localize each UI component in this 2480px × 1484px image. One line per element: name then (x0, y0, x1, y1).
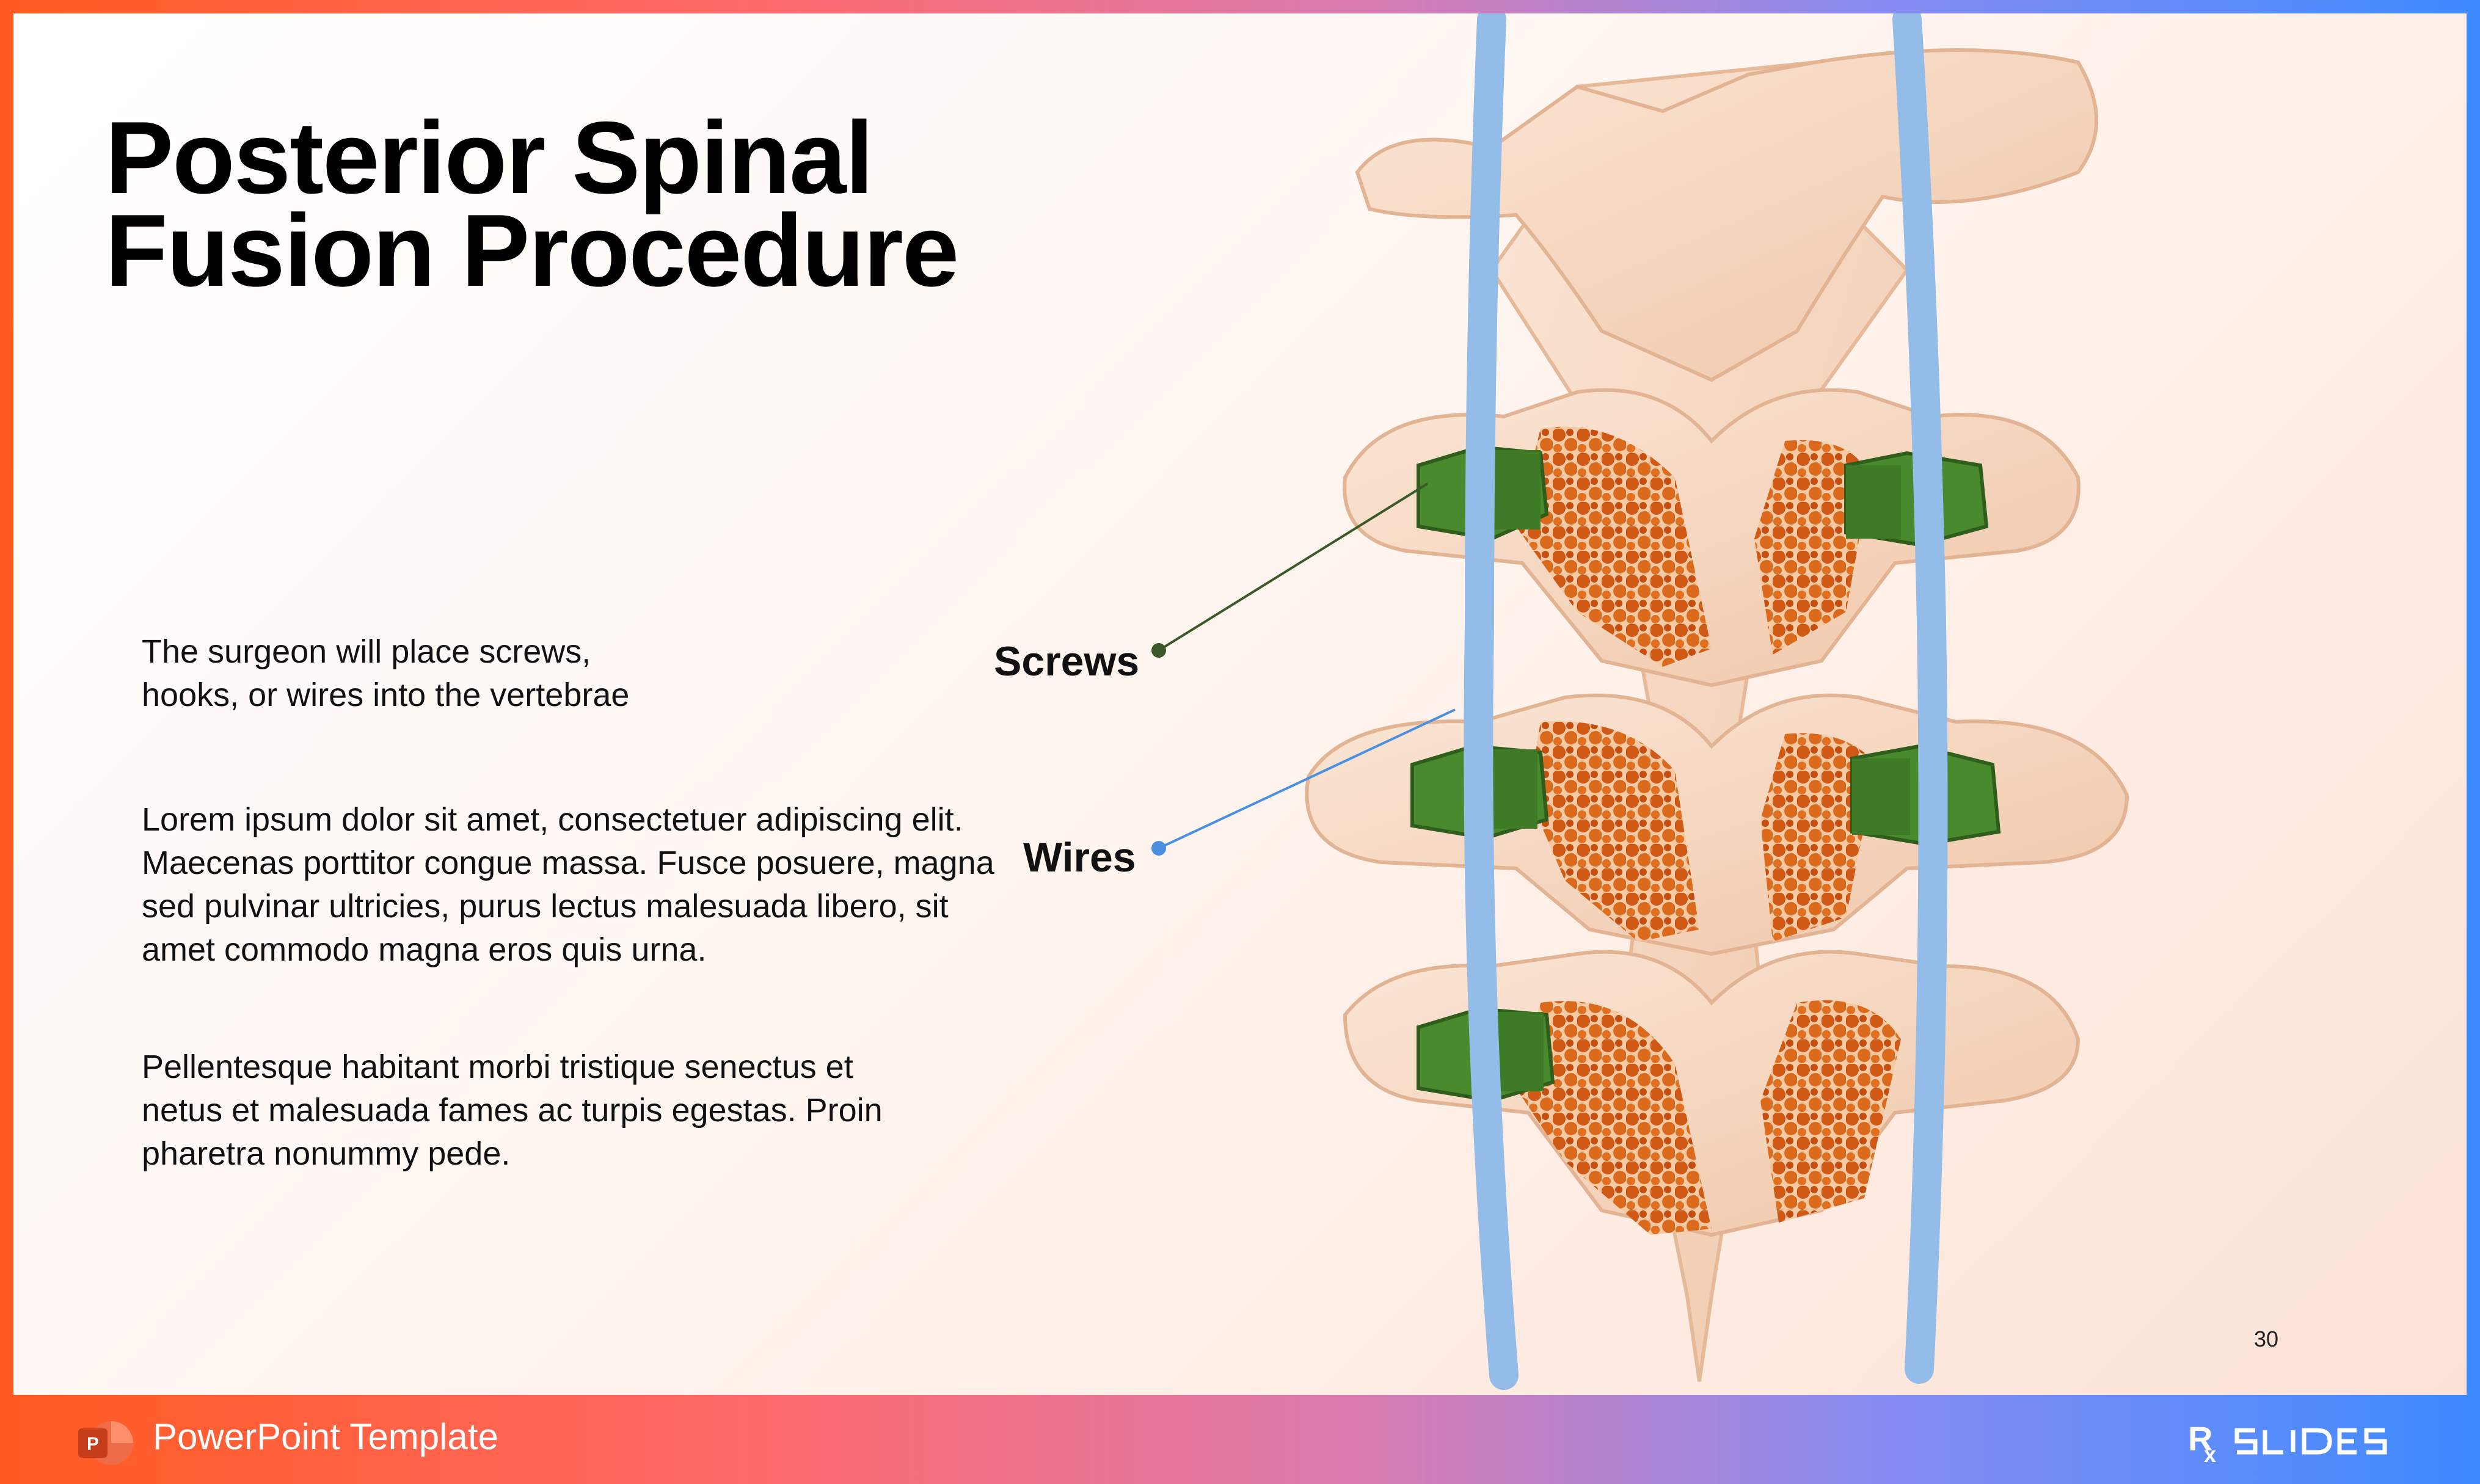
title-line-2: Fusion Procedure (105, 193, 959, 308)
screws-callout (1151, 482, 1429, 658)
rx-slides-logo: R x (2188, 1419, 2387, 1466)
slide: Posterior Spinal Fusion Procedure The su… (13, 13, 2467, 1395)
powerpoint-icon: P (78, 1421, 133, 1465)
svg-text:P: P (87, 1434, 99, 1454)
spine-illustration (1151, 13, 2129, 1390)
svg-text:R: R (2188, 1419, 2212, 1458)
page-number: 30 (2254, 1326, 2279, 1351)
slide-title: Posterior Spinal Fusion Procedure (105, 100, 1021, 308)
svg-text:x: x (2204, 1442, 2216, 1466)
template-label: PowerPoint Template (153, 1416, 498, 1457)
wires-callout (1151, 708, 1456, 856)
bone-graft (1516, 426, 1901, 1235)
screws-label: Screws (994, 638, 1140, 685)
wires-label: Wires (1023, 834, 1136, 881)
intro-text: The surgeon will place screws, hooks, or… (142, 633, 630, 713)
title-line-1: Posterior Spinal (105, 100, 873, 215)
body-paragraph-2: Pellentesque habitant morbi tristique se… (142, 1049, 883, 1172)
wires (1464, 13, 1948, 1390)
body-paragraph-1: Lorem ipsum dolor sit amet, consectetuer… (142, 801, 994, 968)
screw-left-1 (1417, 445, 1549, 541)
